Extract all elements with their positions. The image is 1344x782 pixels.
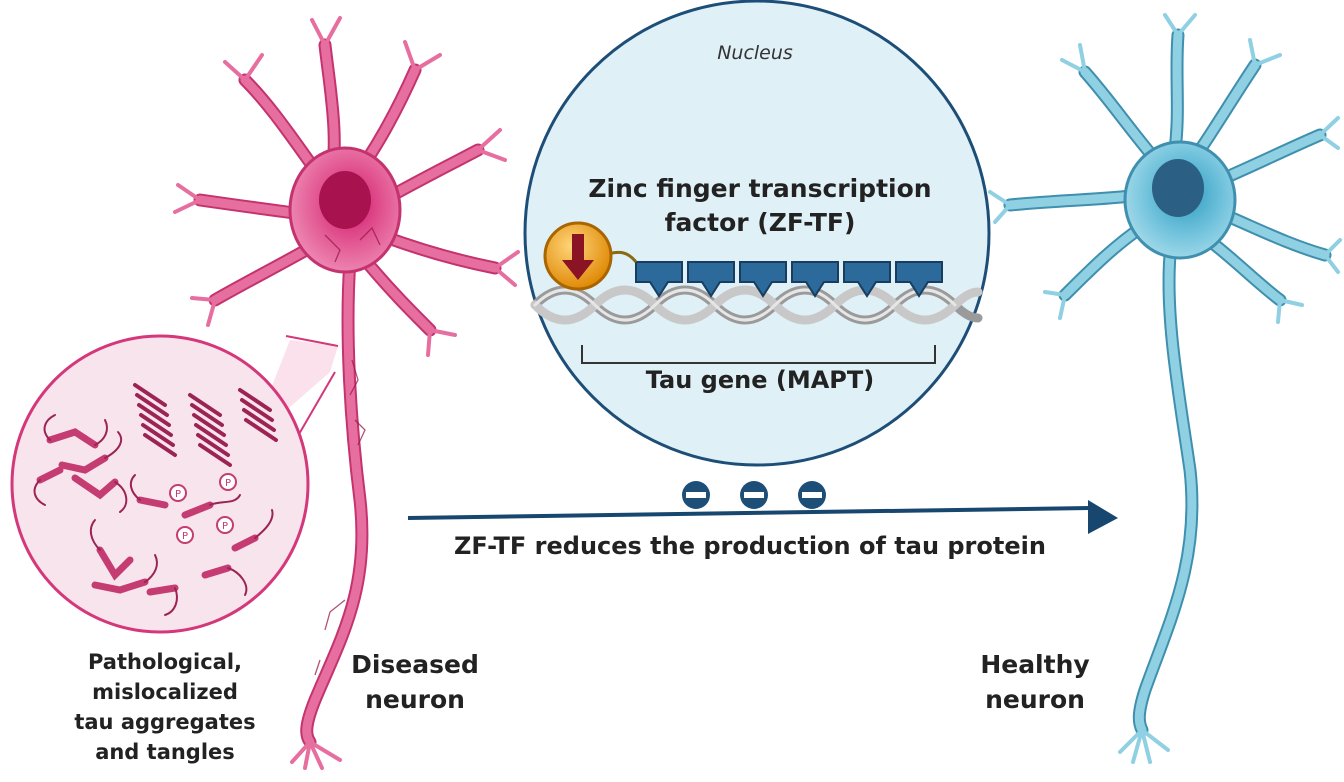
zinc-finger-block: [791, 261, 839, 298]
pathological-label-line: Pathological,: [87, 650, 243, 674]
phospho-marker: P: [176, 526, 194, 544]
zf-tf-title-line2: factor (ZF-TF): [664, 208, 856, 237]
healthy-neuron: [988, 13, 1342, 764]
phospho-label: P: [222, 521, 228, 532]
dna-helix: [530, 285, 983, 325]
tau-inset: P P P P: [10, 334, 339, 634]
minus-icon: [682, 481, 710, 509]
nucleus-circle: [523, 0, 991, 467]
phospho-label: P: [182, 531, 188, 542]
phospho-label: P: [175, 489, 181, 500]
pathological-label-line: tau aggregates: [74, 710, 256, 734]
diseased-label-line: neuron: [365, 685, 465, 714]
zinc-finger-block: [895, 261, 943, 298]
gene-bracket: [581, 345, 936, 364]
healthy-label-line: Healthy: [980, 650, 1090, 679]
zinc-finger-block: [687, 261, 735, 298]
pathological-label: Pathological, mislocalized tau aggregate…: [40, 647, 290, 767]
pathological-label-line: and tangles: [95, 740, 235, 764]
arrow-caption: ZF-TF reduces the production of tau prot…: [454, 532, 1046, 560]
process-arrow-icon: [408, 500, 1118, 534]
minus-icons: [682, 481, 826, 509]
nucleus-panel: [523, 0, 991, 467]
tau-gene-label: Tau gene (MAPT): [645, 366, 875, 394]
inset-circle: [10, 334, 310, 634]
zf-tf-title: Zinc finger transcription factor (ZF-TF): [560, 172, 960, 240]
repressor-domain-icon: [543, 221, 613, 291]
zinc-finger-block: [739, 261, 787, 298]
diseased-neuron: [173, 16, 520, 770]
zinc-finger-block: [635, 261, 683, 298]
phospho-markers: P P P P: [169, 473, 237, 544]
diseased-label-line: Diseased: [351, 650, 479, 679]
phospho-marker: P: [169, 484, 187, 502]
minus-icon: [740, 481, 768, 509]
zinc-finger-blocks: [635, 261, 943, 298]
pathological-label-line: mislocalized: [92, 680, 238, 704]
phospho-marker: P: [219, 473, 237, 491]
phospho-marker: P: [216, 516, 234, 534]
minus-icon: [798, 481, 826, 509]
phospho-label: P: [225, 478, 231, 489]
nucleus-label: Nucleus: [717, 42, 793, 64]
zf-tf-title-line1: Zinc finger transcription: [588, 174, 932, 203]
healthy-label-line: neuron: [985, 685, 1085, 714]
healthy-neuron-label: Healthy neuron: [950, 647, 1120, 717]
diseased-neuron-label: Diseased neuron: [330, 647, 500, 717]
zinc-finger-block: [843, 261, 891, 298]
